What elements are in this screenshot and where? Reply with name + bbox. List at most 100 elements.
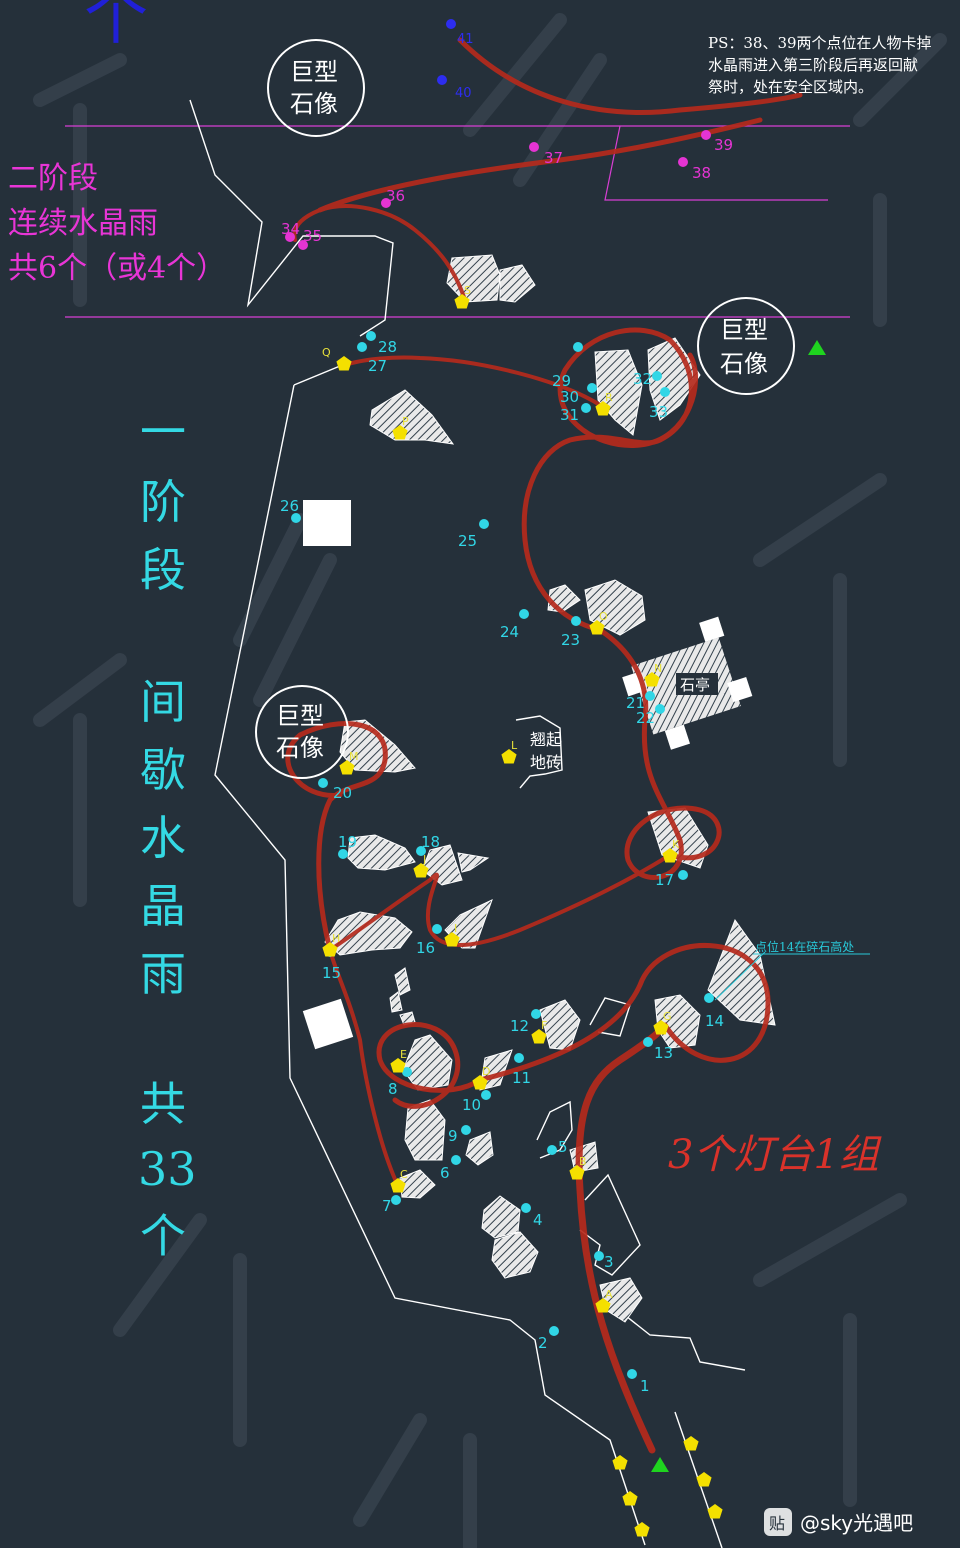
crystal-point: 2	[538, 1326, 559, 1352]
point-label: 16	[416, 939, 435, 957]
point-dot	[514, 1053, 524, 1063]
pentagon-marker-icon	[662, 848, 678, 863]
point-label: 19	[338, 833, 357, 851]
pavilion-label: 石亭	[680, 676, 710, 694]
point-label: 34	[281, 220, 300, 238]
pentagon-marker-icon	[653, 1020, 669, 1035]
lamp-marker: C	[390, 1168, 408, 1193]
point-label: 10	[462, 1096, 481, 1114]
crystal-point: 40	[437, 75, 472, 101]
crystal-point: 25	[458, 519, 489, 550]
point-dot	[547, 1145, 557, 1155]
statue-label-line2: 石像	[720, 350, 768, 378]
pentagon-marker-icon	[336, 356, 352, 371]
point14-note: 点位14在碎石高处	[755, 939, 854, 954]
pentagon-marker-icon	[589, 620, 605, 635]
stage1-char: 歇	[140, 743, 186, 797]
crystal-point: 34	[281, 220, 300, 242]
lamp-marker: S	[454, 284, 471, 309]
pentagon-marker-icon	[612, 1455, 628, 1470]
pentagon-marker-icon	[644, 672, 660, 687]
point-label: 8	[388, 1080, 398, 1098]
crystal-point: 27	[357, 342, 387, 375]
lamp-letter: C	[400, 1168, 408, 1181]
point-label: 28	[378, 338, 397, 356]
ps-note-line1: PS：38、39两个点位在人物卡掉	[708, 34, 932, 52]
crystal-point: 30	[560, 383, 597, 406]
stage1-char: 晶	[140, 879, 186, 933]
lamp-marker: H	[322, 932, 340, 957]
watermark-icon: 贴	[769, 1514, 785, 1533]
pentagon-marker-icon	[454, 294, 470, 309]
pentagon-marker-icon	[392, 425, 408, 440]
statue-label-line1: 巨型	[290, 58, 338, 86]
point-label: 39	[714, 136, 733, 154]
lamp-letter: A	[605, 1288, 613, 1301]
crystal-point: 5	[547, 1138, 568, 1156]
lamp-marker: M	[339, 750, 359, 775]
point-dot	[391, 1195, 401, 1205]
white-block	[303, 500, 351, 546]
point14-leader	[714, 951, 766, 1001]
crystal-points: 1234567891011121314151617181920212223242…	[280, 19, 733, 1395]
point-dot	[704, 993, 714, 1003]
point-dot	[645, 691, 655, 701]
stage1-char: 33	[138, 1142, 197, 1196]
crystal-point: 6	[440, 1155, 461, 1182]
route-segment	[457, 37, 803, 115]
crystal-point: 26	[280, 497, 301, 523]
pentagon-marker-icon	[472, 1075, 488, 1090]
point-label: 21	[626, 694, 645, 712]
crystal-point: 39	[701, 130, 733, 154]
lamp-letter: K	[672, 838, 680, 851]
point-label: 41	[457, 32, 474, 47]
lamp-letter: S	[464, 284, 471, 297]
point-dot	[660, 387, 670, 397]
route-segment	[317, 117, 763, 213]
crystal-point: 12	[510, 1009, 541, 1035]
giant-statue: 巨型 石像	[267, 39, 365, 137]
point-label: 31	[560, 406, 579, 424]
giant-statue: 巨型 石像	[697, 297, 795, 395]
point-label: 26	[280, 497, 299, 515]
lamp-letter: J	[422, 853, 426, 866]
point-label: 12	[510, 1017, 529, 1035]
pentagon-marker-icon	[531, 1029, 547, 1044]
pentagon-marker-icon	[444, 932, 460, 947]
pentagon-marker-icon	[595, 1298, 611, 1313]
point-dot	[437, 75, 447, 85]
point-dot	[587, 383, 597, 393]
point-label: 33	[649, 403, 668, 421]
raised-tiles-label-1: 翘起	[530, 730, 562, 749]
crystal-point: 41	[446, 19, 474, 47]
pentagon-marker-icon	[595, 401, 611, 416]
crystal-point: 13	[643, 1037, 673, 1062]
point-label: 37	[544, 149, 563, 167]
rocks	[324, 254, 776, 1323]
point-dot	[285, 232, 295, 242]
point-dot	[594, 1251, 604, 1261]
point-label: 30	[560, 388, 579, 406]
point-dot	[529, 142, 539, 152]
point-dot	[402, 1067, 412, 1077]
point-dot	[451, 1155, 461, 1165]
crystal-point: 29	[552, 342, 583, 390]
handwritten-note: 3个灯台1组	[668, 1132, 882, 1178]
stage1-title: 一 阶 段 间 歇 水 晶 雨 共 33 个	[138, 405, 197, 1263]
stage2-title-line2: 连续水晶雨	[8, 206, 158, 241]
lamp-marker: A	[595, 1288, 613, 1313]
crystal-point: 1	[627, 1369, 650, 1395]
point-dot	[481, 1090, 491, 1100]
stage1-char: 间	[140, 675, 186, 729]
green-triangle-icon	[808, 340, 826, 355]
crystal-point: 11	[512, 1053, 531, 1087]
point-dot	[521, 1203, 531, 1213]
stage1-char: 雨	[140, 947, 186, 1001]
crystal-point: 17	[655, 870, 688, 889]
background-watermark	[33, 13, 947, 1548]
route-segment	[376, 1022, 483, 1109]
lamp-letter: G	[663, 1010, 672, 1023]
point-dot	[531, 1009, 541, 1019]
